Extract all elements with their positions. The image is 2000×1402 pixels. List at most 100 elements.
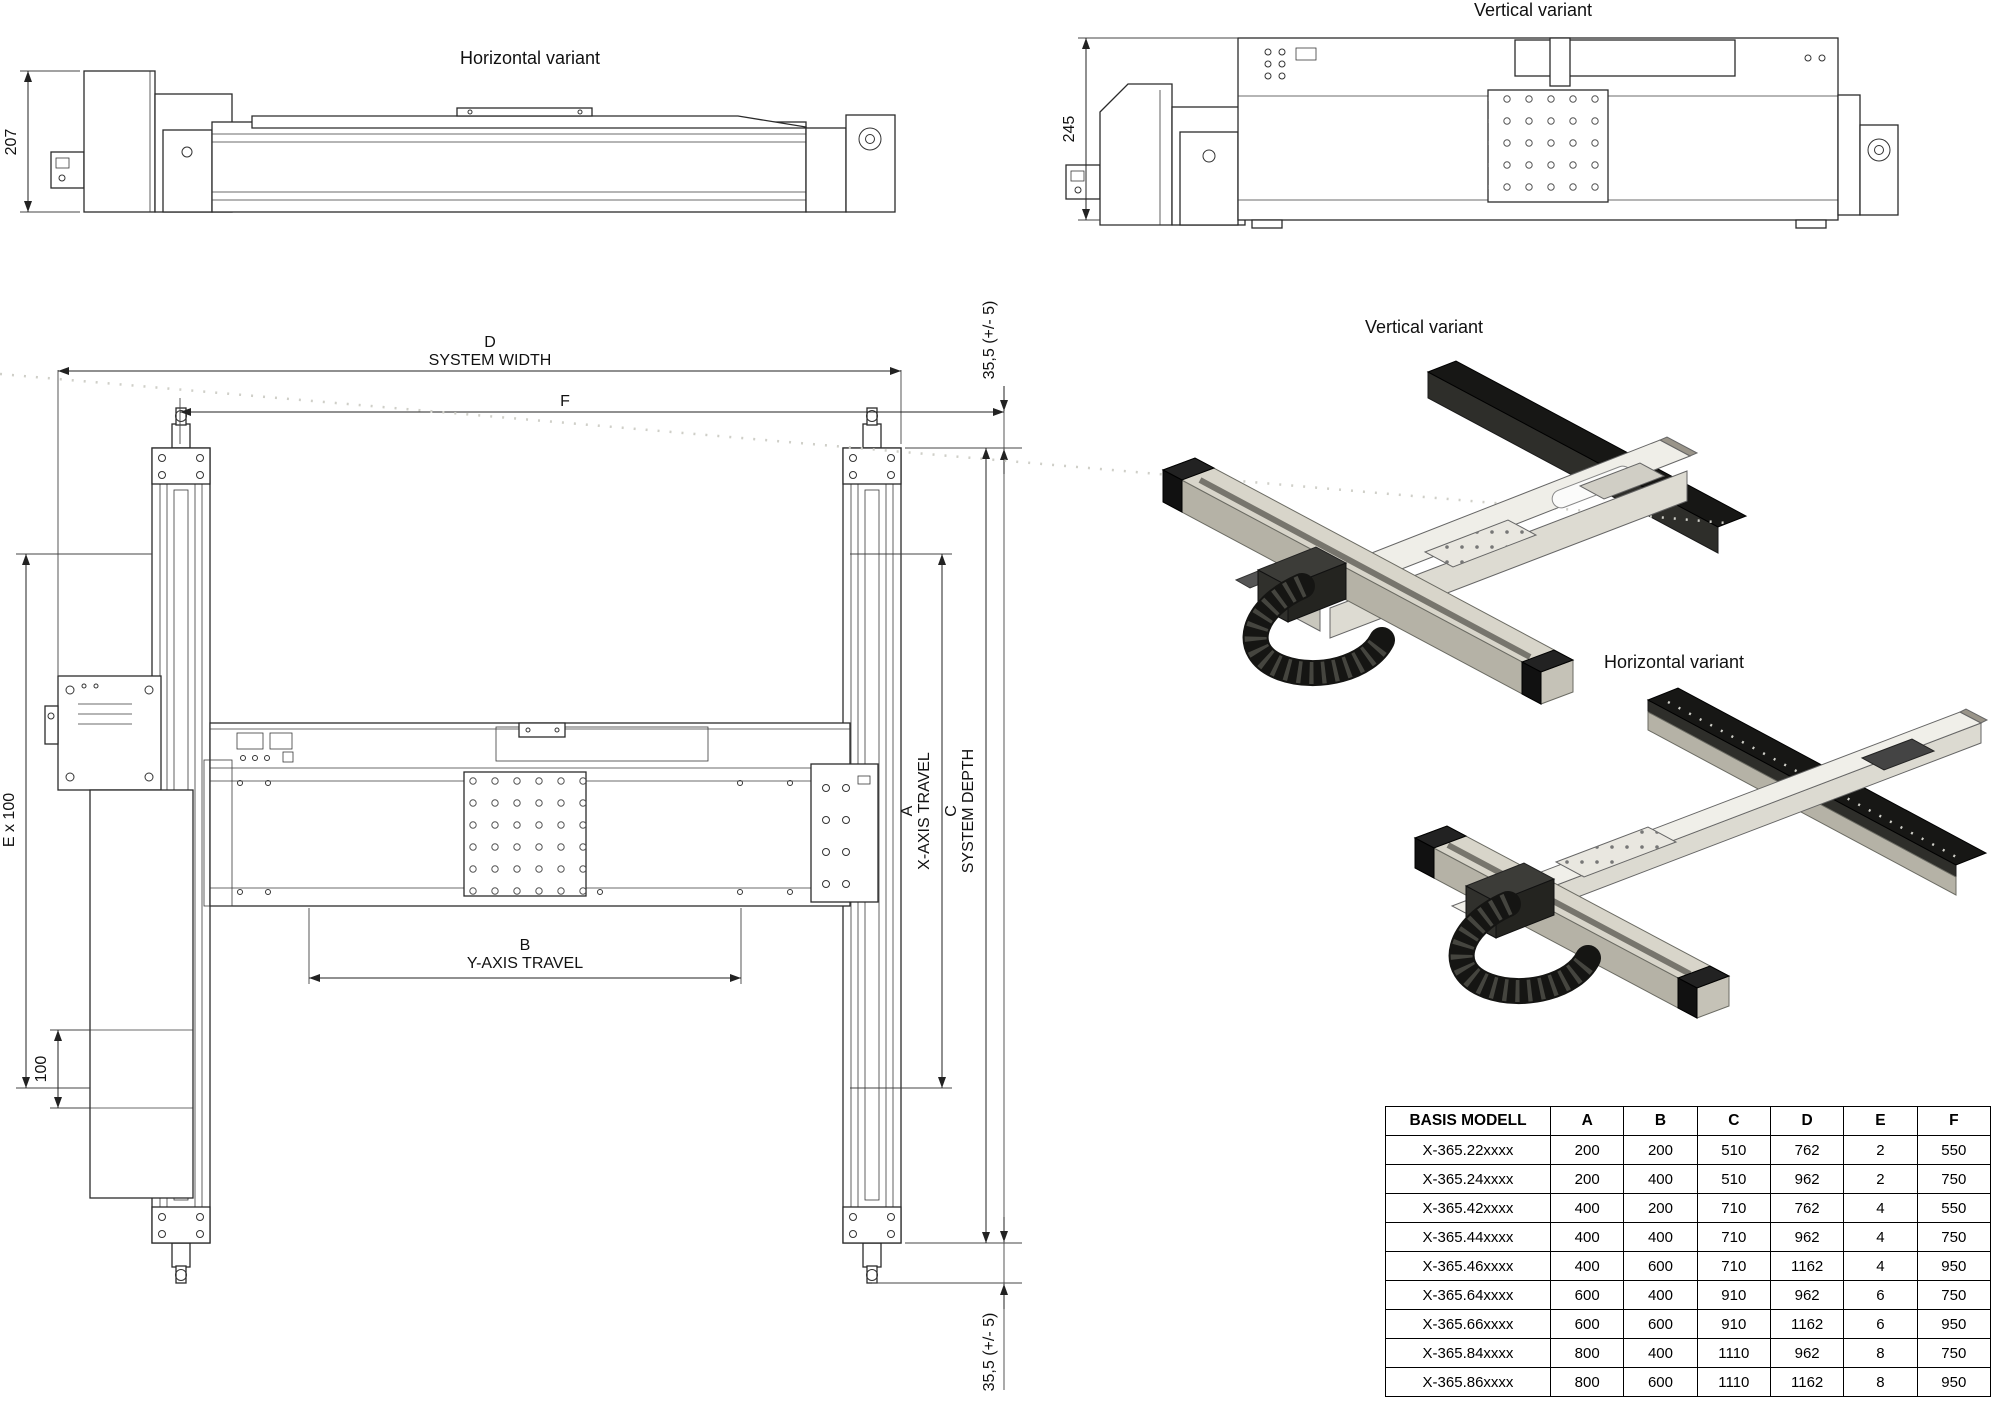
dim-245: 245 (1061, 116, 1078, 143)
value-cell: 1162 (1769, 1251, 1845, 1281)
value-cell: 1110 (1696, 1367, 1771, 1397)
col-header-c: C (1696, 1106, 1771, 1136)
side-vertical-title: Vertical variant (1474, 0, 1592, 20)
value-cell: 400 (1549, 1222, 1625, 1252)
value-cell: 950 (1916, 1251, 1992, 1281)
value-cell: 4 (1843, 1251, 1918, 1281)
value-cell: 550 (1916, 1135, 1992, 1165)
drive-unit (44, 675, 194, 1199)
iso-vertical-view: Vertical variant (0, 317, 1748, 705)
side-view-horizontal: Horizontal variant 207 (3, 48, 896, 213)
iso-horizontal-title: Horizontal variant (1604, 652, 1744, 672)
value-cell: 6 (1843, 1309, 1918, 1339)
model-cell: X-365.42xxxx (1385, 1193, 1551, 1223)
col-header-model: BASIS MODELL (1385, 1106, 1551, 1136)
value-cell: 400 (1549, 1251, 1625, 1281)
value-cell: 2 (1843, 1164, 1918, 1194)
value-cell: 2 (1843, 1135, 1918, 1165)
value-cell: 1110 (1696, 1338, 1771, 1368)
model-cell: X-365.46xxxx (1385, 1251, 1551, 1281)
value-cell: 762 (1769, 1193, 1845, 1223)
dim-d-label: SYSTEM WIDTH (429, 352, 552, 369)
value-cell: 8 (1843, 1367, 1918, 1397)
dim-tolerance-top: 35,5 (+/- 5) (981, 301, 998, 380)
dim-c-label: SYSTEM DEPTH (960, 749, 977, 873)
col-header-a: A (1549, 1106, 1625, 1136)
dim-tolerance-bottom: 35,5 (+/- 5) (981, 1313, 998, 1392)
value-cell: 510 (1696, 1164, 1771, 1194)
value-cell: 910 (1696, 1309, 1771, 1339)
col-header-f: F (1916, 1106, 1992, 1136)
value-cell: 962 (1769, 1338, 1845, 1368)
value-cell: 400 (1623, 1222, 1698, 1252)
value-cell: 4 (1843, 1193, 1918, 1223)
value-cell: 800 (1549, 1367, 1625, 1397)
dim-207: 207 (3, 129, 20, 156)
value-cell: 600 (1623, 1367, 1698, 1397)
dim-a-label: X-AXIS TRAVEL (916, 752, 933, 870)
model-cell: X-365.22xxxx (1385, 1135, 1551, 1165)
value-cell: 8 (1843, 1338, 1918, 1368)
value-cell: 510 (1696, 1135, 1771, 1165)
value-cell: 400 (1549, 1193, 1625, 1223)
value-cell: 200 (1623, 1135, 1698, 1165)
value-cell: 910 (1696, 1280, 1771, 1310)
value-cell: 600 (1623, 1251, 1698, 1281)
value-cell: 710 (1696, 1251, 1771, 1281)
value-cell: 962 (1769, 1280, 1845, 1310)
dim-d-letter: D (484, 334, 496, 351)
value-cell: 710 (1696, 1193, 1771, 1223)
dim-f-letter: F (560, 393, 570, 410)
value-cell: 962 (1769, 1222, 1845, 1252)
col-header-b: B (1623, 1106, 1698, 1136)
side-horizontal-title: Horizontal variant (460, 48, 600, 68)
value-cell: 400 (1623, 1338, 1698, 1368)
dim-b-letter: B (520, 937, 531, 954)
model-cell: X-365.86xxxx (1385, 1367, 1551, 1397)
value-cell: 600 (1549, 1309, 1625, 1339)
value-cell: 950 (1916, 1309, 1992, 1339)
value-cell: 750 (1916, 1280, 1992, 1310)
value-cell: 750 (1916, 1222, 1992, 1252)
col-header-d: D (1769, 1106, 1845, 1136)
dim-b-label: Y-AXIS TRAVEL (467, 955, 583, 972)
value-cell: 800 (1549, 1338, 1625, 1368)
model-cell: X-365.84xxxx (1385, 1338, 1551, 1368)
value-cell: 1162 (1769, 1367, 1845, 1397)
dim-100: 100 (33, 1056, 50, 1083)
value-cell: 710 (1696, 1222, 1771, 1252)
value-cell: 4 (1843, 1222, 1918, 1252)
top-view: D SYSTEM WIDTH F 35,5 (+/- 5) 35,5 (+/- … (1, 301, 1022, 1392)
value-cell: 200 (1623, 1193, 1698, 1223)
value-cell: 750 (1916, 1164, 1992, 1194)
value-cell: 750 (1916, 1338, 1992, 1368)
col-header-e: E (1843, 1106, 1918, 1136)
model-cell: X-365.24xxxx (1385, 1164, 1551, 1194)
value-cell: 600 (1549, 1280, 1625, 1310)
model-cell: X-365.44xxxx (1385, 1222, 1551, 1252)
dimension-annotations: D SYSTEM WIDTH F 35,5 (+/- 5) 35,5 (+/- … (1, 301, 1022, 1392)
value-cell: 1162 (1769, 1309, 1845, 1339)
side-view-vertical: Vertical variant 245 (1061, 0, 1899, 229)
value-cell: 962 (1769, 1164, 1845, 1194)
model-cell: X-365.64xxxx (1385, 1280, 1551, 1310)
value-cell: 400 (1623, 1164, 1698, 1194)
value-cell: 950 (1916, 1367, 1992, 1397)
value-cell: 550 (1916, 1193, 1992, 1223)
iso-horizontal-view: Horizontal variant (1413, 652, 1989, 1019)
value-cell: 6 (1843, 1280, 1918, 1310)
model-cell: X-365.66xxxx (1385, 1309, 1551, 1339)
